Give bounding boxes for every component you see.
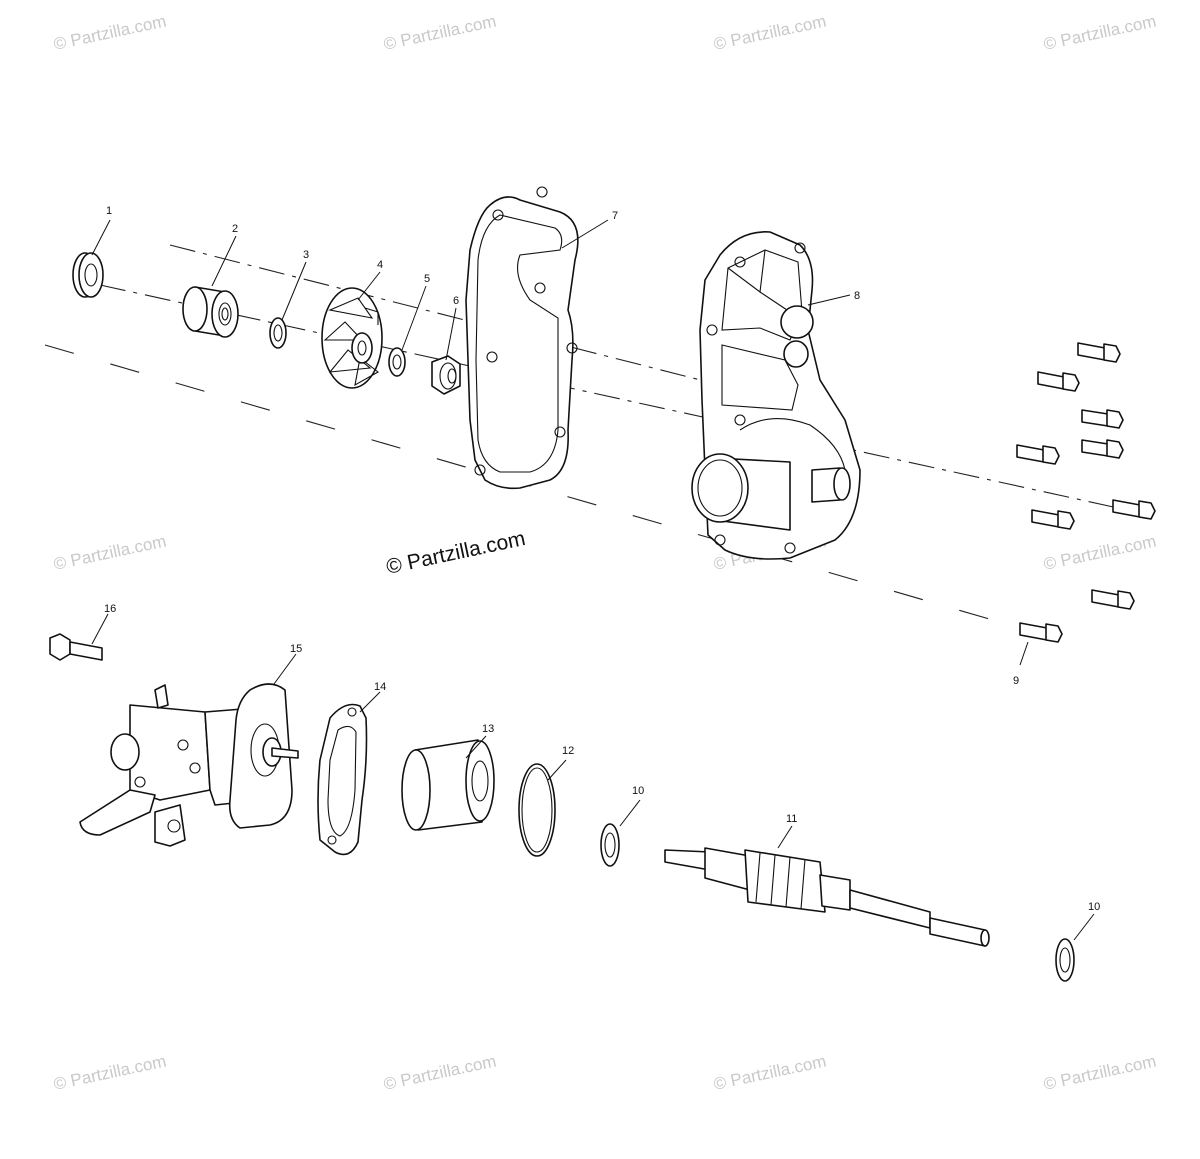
leader-line-10a (619, 799, 641, 827)
callout-numbers: 1 2 3 4 5 6 7 8 9 10 11 12 13 14 15 16 1… (104, 205, 1100, 913)
part-13-sleeve[interactable] (401, 739, 495, 831)
callout-10a: 10 (632, 785, 644, 797)
leader-line-15 (273, 653, 297, 685)
bolt[interactable] (1016, 444, 1060, 465)
part-7-gasket[interactable] (465, 186, 579, 490)
callout-1: 1 (106, 205, 112, 217)
callout-2: 2 (232, 223, 238, 235)
callout-15: 15 (290, 643, 302, 655)
callout-6: 6 (453, 295, 459, 307)
watermark: © Partzilla.com (52, 532, 168, 574)
leader-line-3 (281, 261, 307, 321)
part-9-bolts[interactable] (1016, 342, 1156, 643)
bolt[interactable] (1091, 589, 1135, 610)
callout-8: 8 (854, 290, 860, 302)
watermark: © Partzilla.com (1042, 1052, 1158, 1094)
callout-5: 5 (424, 273, 430, 285)
leader-line-5 (401, 285, 427, 351)
watermark-layer: © Partzilla.com © Partzilla.com © Partzi… (52, 12, 1158, 1094)
leader-line-9 (1019, 641, 1029, 666)
part-10-washer[interactable] (1055, 938, 1075, 982)
partzilla-brand-label: © Partzilla.com (384, 527, 527, 579)
leader-line-14 (359, 691, 381, 713)
part-6-nut[interactable] (431, 355, 461, 395)
watermark: © Partzilla.com (382, 1052, 498, 1094)
watermark: © Partzilla.com (52, 12, 168, 54)
part-5-washer[interactable] (388, 347, 406, 377)
watermark: © Partzilla.com (382, 12, 498, 54)
bolt[interactable] (1031, 509, 1075, 530)
bolt[interactable] (1019, 622, 1063, 643)
callout-7: 7 (612, 210, 618, 222)
bolt[interactable] (1077, 342, 1121, 363)
leader-line-6 (445, 307, 457, 361)
leader-line-10b (1073, 913, 1095, 941)
watermark: © Partzilla.com (1042, 12, 1158, 54)
callout-9: 9 (1013, 675, 1019, 687)
callout-12: 12 (562, 745, 574, 757)
leader-line-4 (357, 271, 381, 301)
leader-line-2 (211, 235, 237, 287)
callout-11: 11 (786, 813, 797, 825)
center-axis-line (99, 284, 1151, 516)
part-3-washer[interactable] (269, 317, 287, 349)
leader-line-16 (91, 613, 109, 645)
part-2-bearing[interactable] (182, 286, 239, 338)
watermark: © Partzilla.com (1042, 532, 1158, 574)
leader-line-7 (561, 219, 609, 249)
part-1-seal[interactable] (72, 252, 104, 298)
callout-3: 3 (303, 249, 309, 261)
bolt[interactable] (1037, 371, 1080, 392)
part-12-o-ring[interactable] (518, 763, 556, 857)
callout-16: 16 (104, 603, 116, 615)
leader-line-8 (807, 294, 851, 306)
part-8-pump-cover[interactable] (691, 231, 861, 560)
upper-axis-line (169, 244, 721, 386)
watermark: © Partzilla.com (712, 12, 828, 54)
part-14-gasket[interactable] (317, 703, 368, 856)
bolt[interactable] (1112, 499, 1156, 520)
callout-4: 4 (377, 259, 383, 271)
leader-lines (91, 219, 1095, 941)
callout-10b: 10 (1088, 901, 1100, 913)
bolt[interactable] (1081, 409, 1124, 429)
part-10-washer[interactable] (600, 823, 620, 867)
leader-line-11 (777, 825, 793, 849)
callout-13: 13 (482, 723, 494, 735)
leader-line-1 (91, 219, 111, 256)
watermark: © Partzilla.com (52, 1052, 168, 1094)
part-16-bolt[interactable] (49, 633, 103, 661)
part-4-impeller[interactable] (321, 287, 383, 389)
watermark: © Partzilla.com (712, 1052, 828, 1094)
leader-line-13 (465, 735, 487, 759)
bolt[interactable] (1081, 439, 1124, 459)
part-11-shaft[interactable] (664, 847, 990, 947)
leader-line-12 (547, 759, 567, 781)
part-15-oil-pump[interactable] (79, 683, 299, 847)
callout-14: 14 (374, 681, 386, 693)
